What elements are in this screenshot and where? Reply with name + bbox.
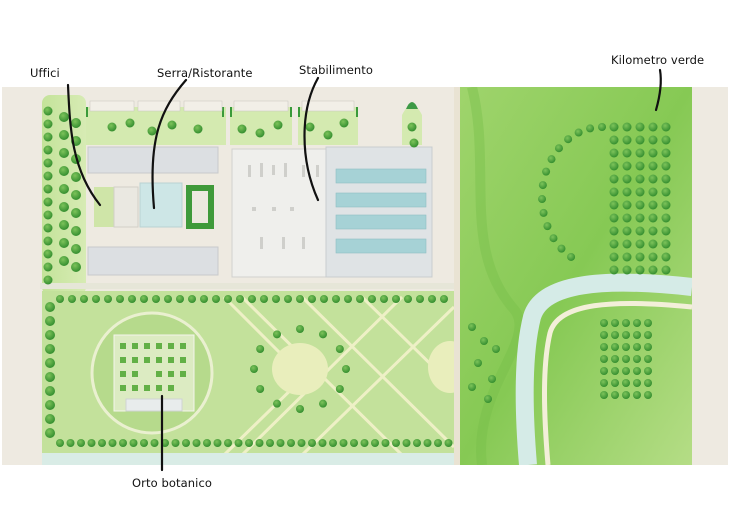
label-orto-botanico: Orto botanico <box>132 476 213 490</box>
factory-building <box>231 146 433 278</box>
trees <box>43 106 671 447</box>
label-serra-ristorante: Serra/Ristorante <box>157 66 253 80</box>
office-buildings <box>87 146 219 276</box>
site-plan-illustration <box>2 87 728 465</box>
label-kilometro-verde: Kilometro verde <box>611 53 705 67</box>
kilometro-verde-meadow <box>460 87 728 465</box>
park-lower <box>42 291 472 465</box>
label-stabilimento: Stabilimento <box>299 63 374 77</box>
label-uffici: Uffici <box>30 66 60 80</box>
